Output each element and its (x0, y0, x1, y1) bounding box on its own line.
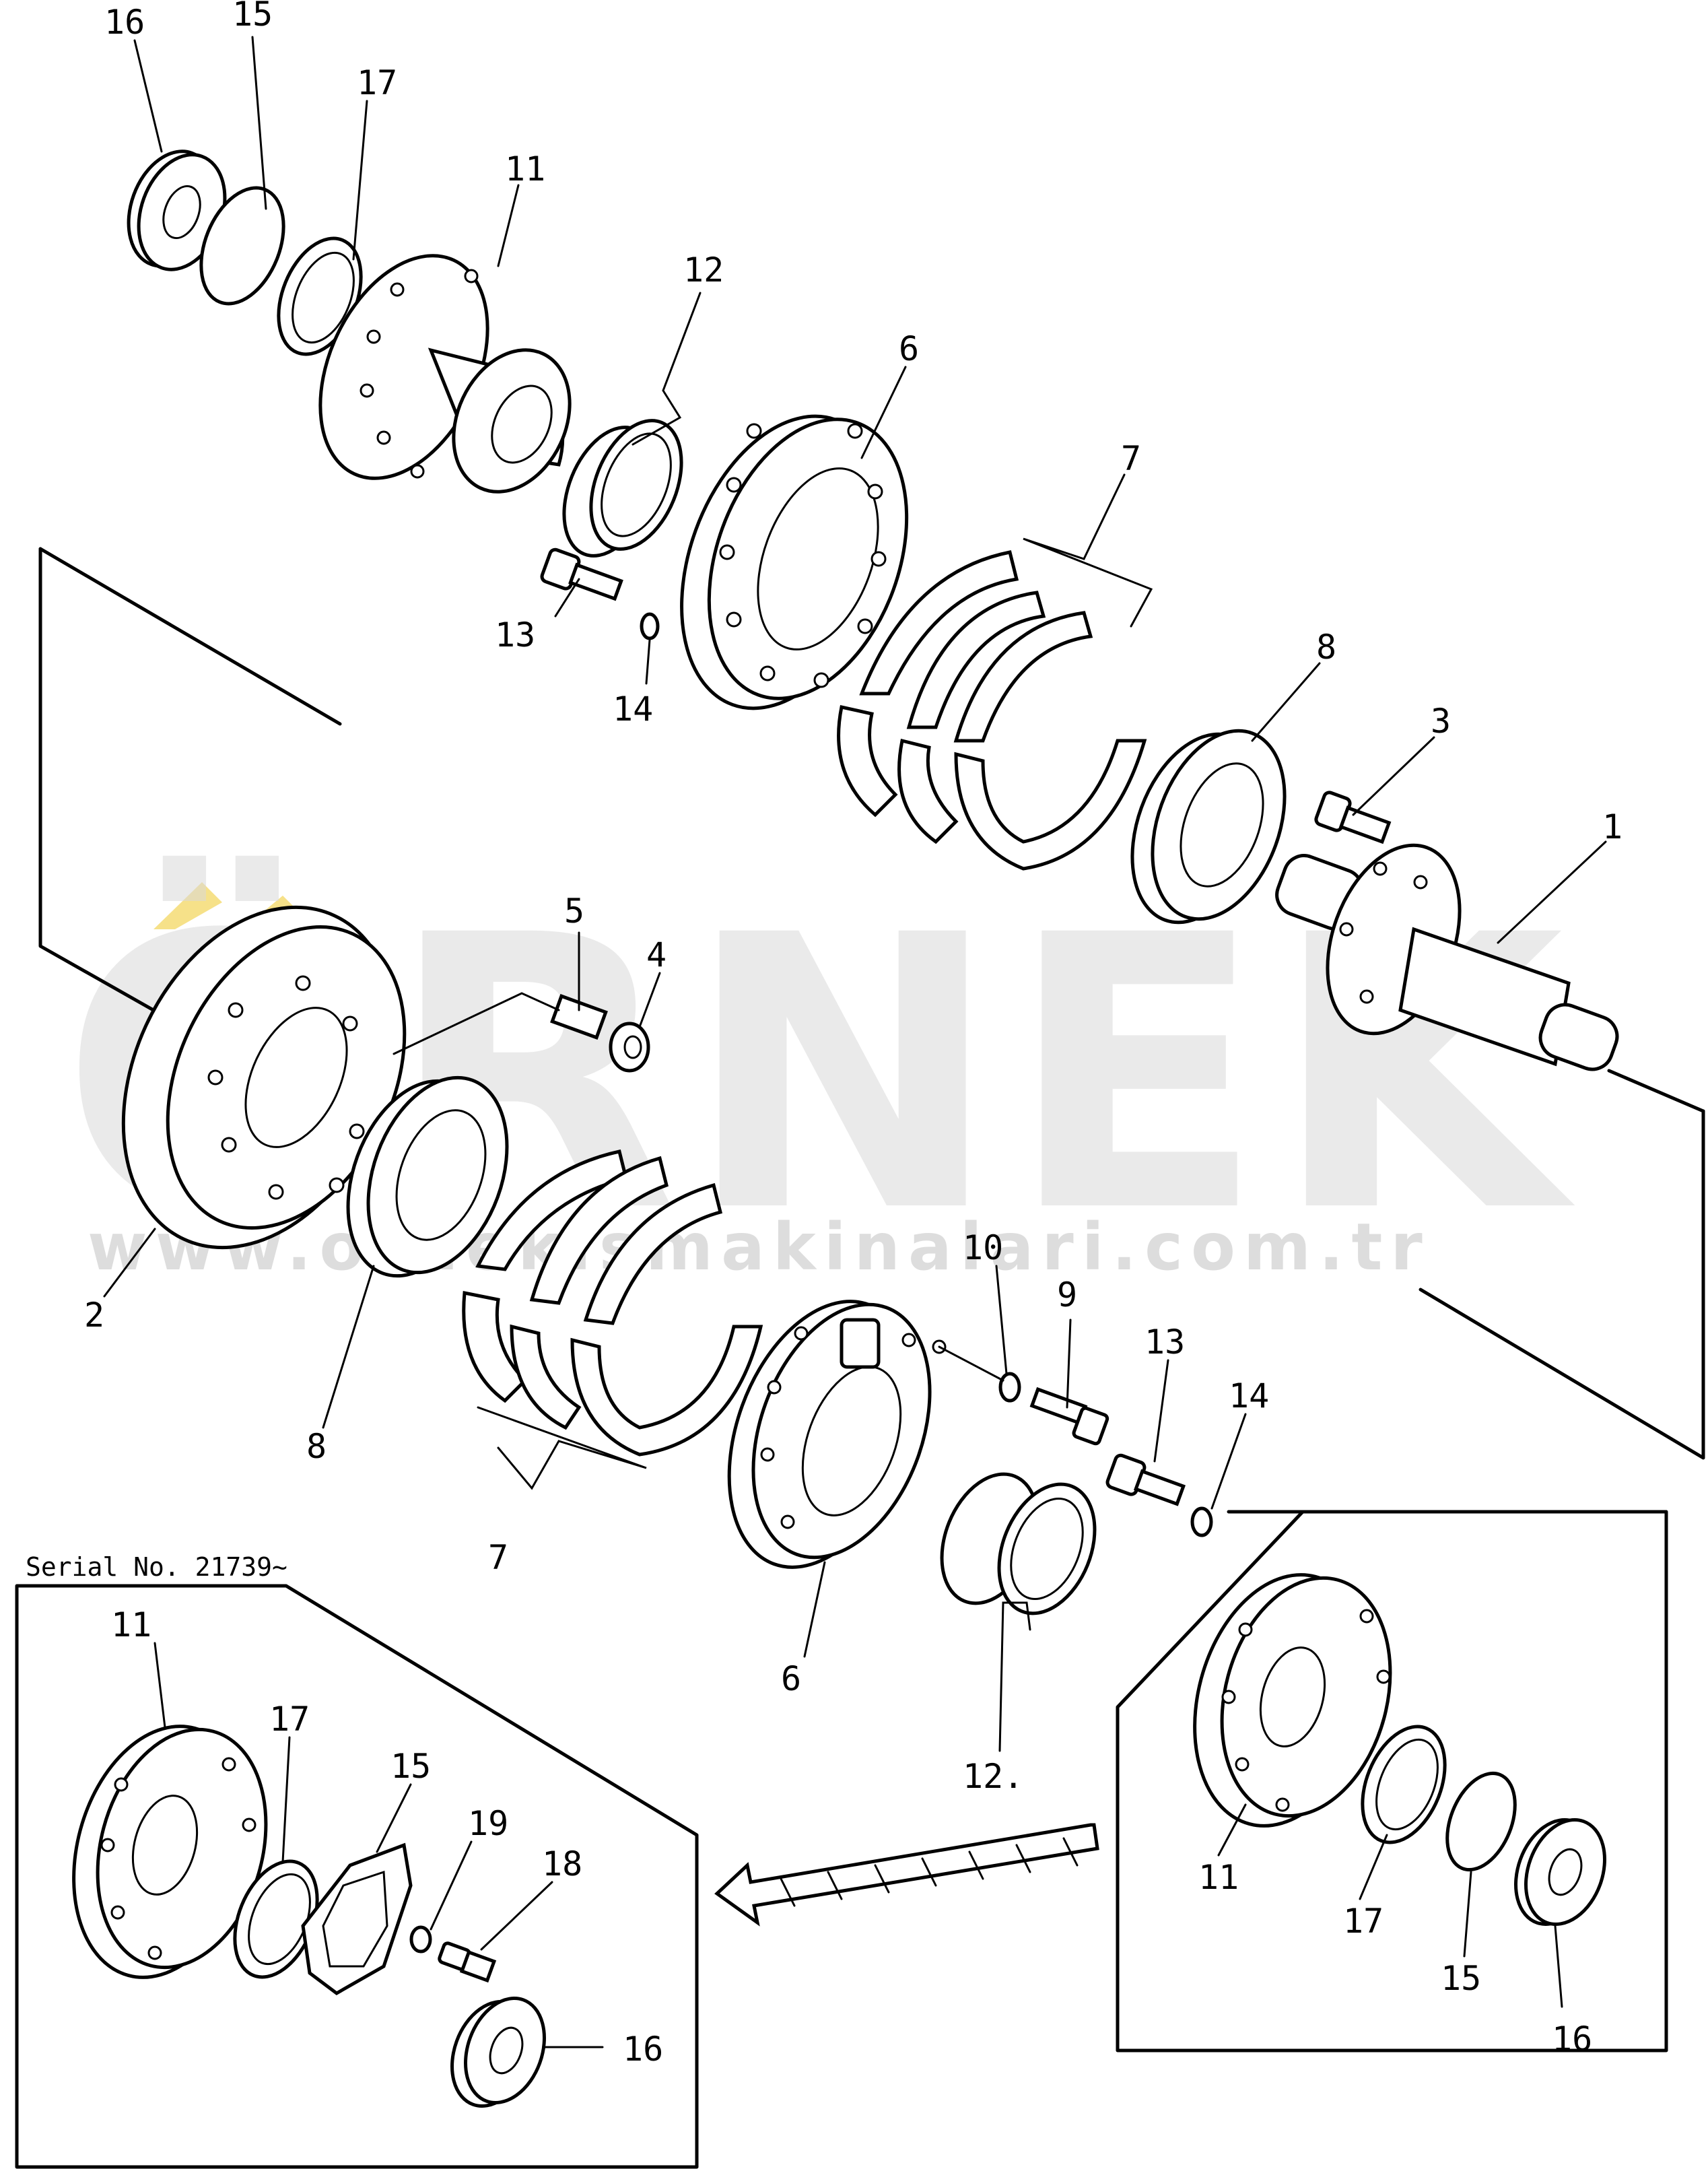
leader-gear-lock (392, 992, 560, 1055)
callout-4: 4 (646, 935, 667, 974)
callout-18-inset: 18 (542, 1844, 582, 1883)
part-11-hub-top (318, 254, 572, 494)
callout-17-right: 17 (1343, 1902, 1384, 1941)
callout-12-mid: 12. (963, 1757, 1023, 1796)
part-14-washer-mid (1190, 1506, 1213, 1537)
callout-7-top: 7 (1121, 439, 1141, 478)
part-15-lock-plate-inset (301, 1842, 413, 1995)
part-19-washer-inset (409, 1925, 432, 1954)
callout-5: 5 (564, 892, 584, 931)
callout-1: 1 (1602, 807, 1622, 846)
callout-14-mid: 14 (1229, 1376, 1269, 1415)
leader-lines (103, 36, 1607, 2048)
callout-13-mid: 13 (1145, 1323, 1185, 1362)
part-8-bearing-top (1130, 729, 1287, 925)
callout-8-top: 8 (1316, 628, 1336, 667)
callout-3: 3 (1431, 702, 1451, 741)
part-8-bearing-mid (346, 1075, 509, 1278)
part-17-ring-inset (233, 1859, 319, 1979)
part-7-shims-top (837, 550, 1147, 871)
watermark-url: www.ornekismakinalari.com.tr (88, 1209, 1431, 1285)
callout-13-top: 13 (495, 615, 535, 655)
callout-16-top: 16 (104, 3, 145, 42)
part-17-ring-right (1361, 1725, 1447, 1844)
callout-7-mid: 7 (488, 1538, 508, 1577)
callout-17-top: 17 (357, 63, 397, 102)
part-15-lock-plate-right (1445, 1771, 1517, 1872)
part-11-hub-inset (72, 1725, 268, 1979)
callout-10: 10 (963, 1228, 1003, 1267)
part-16-nut-top (127, 149, 227, 271)
callout-16-right: 16 (1552, 2020, 1592, 2059)
callout-11-right: 11 (1198, 1858, 1239, 1897)
leader-washer (938, 1345, 1004, 1382)
callouts: 16 15 17 11 12 6 7 8 3 1 13 14 5 4 2 8 7… (26, 0, 1622, 2069)
frame-lines (15, 547, 1705, 2169)
part-11-hub-right (1193, 1573, 1392, 1828)
callout-6-top: 6 (899, 329, 919, 368)
callout-16-inset: 16 (623, 2030, 663, 2069)
part-2-bevel-gear (121, 905, 407, 1250)
part-7-shims-mid (462, 1149, 763, 1457)
part-13-bolt-mid (1105, 1453, 1186, 1506)
callout-14-top: 14 (613, 690, 653, 729)
callout-8-mid: 8 (306, 1427, 327, 1466)
part-6-cage-mid (727, 1300, 947, 1569)
watermark-mark-icon (153, 882, 222, 929)
part-3-bolt (1314, 791, 1392, 844)
callout-15-top: 15 (232, 0, 273, 34)
callout-15-inset: 15 (390, 1747, 431, 1786)
callout-19-inset: 19 (468, 1804, 508, 1843)
callout-11-inset: 11 (111, 1605, 151, 1644)
part-1-shaft (1275, 843, 1619, 1071)
part-4-nut (609, 1022, 650, 1073)
callout-15-right: 15 (1441, 1959, 1481, 1998)
part-12-snap-rings-top (562, 419, 683, 558)
callout-9: 9 (1057, 1275, 1077, 1314)
part-12-snap-rings-mid (940, 1472, 1097, 1615)
part-13-bolt-top (540, 547, 623, 601)
part-9-bolt (1029, 1387, 1109, 1446)
arrow-to-inset (714, 1823, 1099, 1927)
part-10-washer (998, 1372, 1021, 1403)
inset-frame (15, 1584, 699, 2169)
callout-17-inset: 17 (269, 1700, 310, 1739)
part-18-bolt-inset (438, 1941, 497, 1983)
serial-note: Serial No. 21739~ (26, 1552, 287, 1582)
callout-6-mid: 6 (781, 1659, 801, 1698)
part-16-nut-inset (450, 1997, 546, 2108)
callout-11-top: 11 (505, 149, 545, 189)
part-6-cage-top (680, 414, 909, 710)
part-14-washer-top (640, 612, 660, 640)
part-16-nut-right (1514, 1818, 1606, 1926)
callout-12-top: 12 (683, 251, 724, 290)
callout-2: 2 (84, 1296, 104, 1335)
